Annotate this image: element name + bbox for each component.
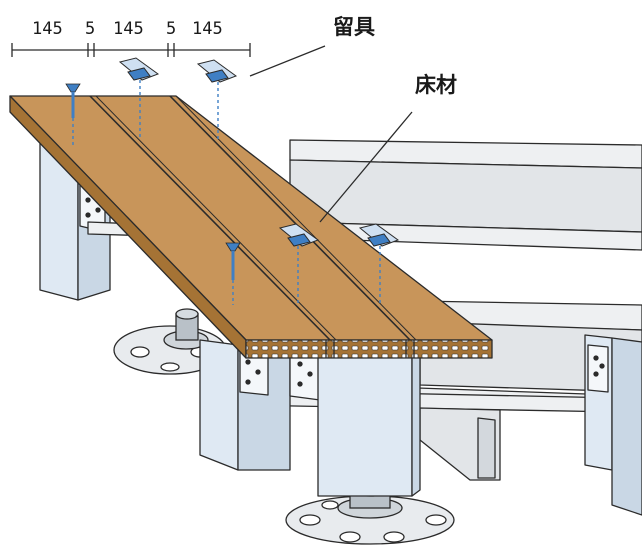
post-middle xyxy=(199,339,321,471)
fastener-label: 留具 xyxy=(333,15,375,39)
post-front xyxy=(317,351,421,497)
post-right xyxy=(584,334,642,516)
fastener-clip-icon xyxy=(118,57,160,140)
flooring-leader-line xyxy=(319,111,413,223)
dimension-board-3: 145 xyxy=(192,19,223,39)
dimension-labels: 145 5 145 5 145 xyxy=(32,19,223,39)
fastener-clip-icon xyxy=(196,59,238,140)
fastener-leader-line xyxy=(249,45,326,77)
dimension-line xyxy=(11,43,251,57)
screw-icon xyxy=(65,83,81,145)
dimension-board-2: 145 xyxy=(113,19,144,39)
dimension-gap-1: 5 xyxy=(85,19,95,39)
front-joist xyxy=(239,389,621,481)
fastener-clip-icon xyxy=(358,223,400,305)
dimension-board-1: 145 xyxy=(32,19,63,39)
fastener-clip-icon xyxy=(278,223,320,305)
screw-icon xyxy=(225,242,241,305)
base-plate-left xyxy=(113,308,227,375)
deck-boards xyxy=(9,95,493,359)
dimension-gap-2: 5 xyxy=(166,19,176,39)
flooring-label: 床材 xyxy=(415,73,457,97)
